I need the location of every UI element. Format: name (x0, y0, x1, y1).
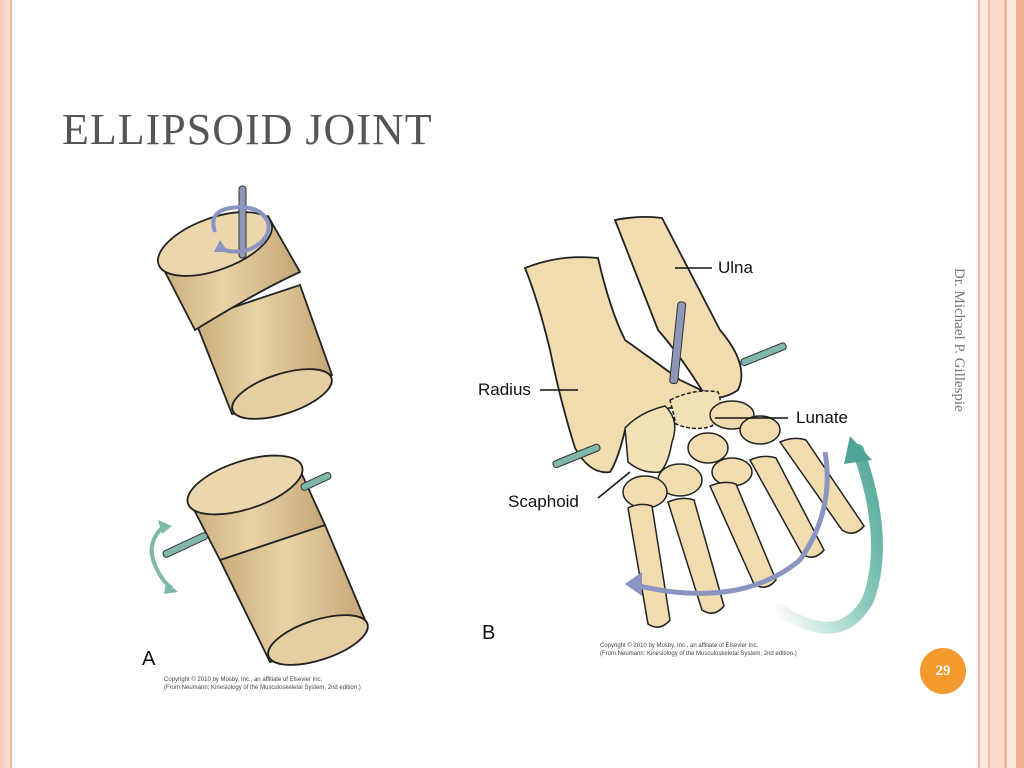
figure-illustration (149, 185, 883, 666)
panel-a-top-joint (157, 185, 334, 420)
bottom-lower-cylinder-base (267, 614, 369, 666)
author-vertical-text: Dr. Michael P. Gillespie (951, 268, 967, 412)
panel-a-copyright-line1: Copyright © 2010 by Mosby, Inc., an affi… (164, 677, 323, 683)
ulna-label: Ulna (718, 258, 753, 277)
panel-a-copyright-line2: (From Neumann: Kinesiology of the Muscul… (164, 685, 361, 691)
top-rotation-arrow (211, 205, 271, 254)
scaphoid-label: Scaphoid (508, 492, 579, 511)
top-lower-cylinder-base (231, 368, 333, 420)
panel-b-label: B (482, 622, 496, 644)
panel-a-copyright: Copyright © 2010 by Mosby, Inc., an affi… (164, 676, 361, 692)
top-rotation-arrowhead (214, 240, 228, 252)
left-border-line (10, 0, 12, 768)
flexion-extension-arrowhead (844, 436, 872, 464)
page-number-badge: 29 (920, 648, 966, 694)
wrist-horizontal-rod-left (552, 443, 601, 469)
radius-label: Radius (478, 380, 531, 399)
radial-ulnar-deviation-arrow (634, 451, 830, 596)
lunate-label: Lunate (796, 408, 848, 427)
right-border-stripes (974, 0, 1024, 768)
bottom-horizontal-rod-right (300, 471, 332, 491)
ellipsoid-joint-figure: A B Ulna Radius Lunate Scaphoid Copyrigh… (120, 180, 900, 700)
scaphoid-bone (624, 405, 676, 474)
panel-a-bottom-joint (149, 454, 369, 666)
slide-title: ELLIPSOID JOINT (62, 105, 433, 154)
wrist-vertical-rod (669, 301, 687, 385)
carpal-bones (622, 400, 781, 509)
panel-a-label: A (142, 648, 156, 670)
left-border-band (0, 0, 10, 768)
metacarpal-bones (627, 437, 865, 628)
panel-b-copyright: Copyright © 2010 by Mosby, Inc., an affi… (600, 642, 797, 658)
scaphoid-leader-line (597, 471, 631, 499)
top-vertical-rod (238, 185, 247, 259)
bottom-rotation-arrowhead-bottom (164, 582, 178, 594)
panel-b-copyright-line2: (From Neumann: Kinesiology of the Muscul… (600, 651, 797, 657)
bottom-upper-cylinder-face (186, 454, 304, 516)
page-number: 29 (935, 662, 951, 679)
panel-b-wrist (523, 215, 883, 634)
bottom-rotation-arrowhead-top (158, 520, 172, 534)
panel-b-copyright-line1: Copyright © 2010 by Mosby, Inc., an affi… (600, 643, 759, 649)
flexion-extension-arrow (774, 444, 883, 634)
radial-ulnar-deviation-arrowhead (625, 572, 642, 596)
bottom-horizontal-rod-left (162, 532, 208, 558)
wrist-horizontal-rod-right (740, 342, 787, 367)
